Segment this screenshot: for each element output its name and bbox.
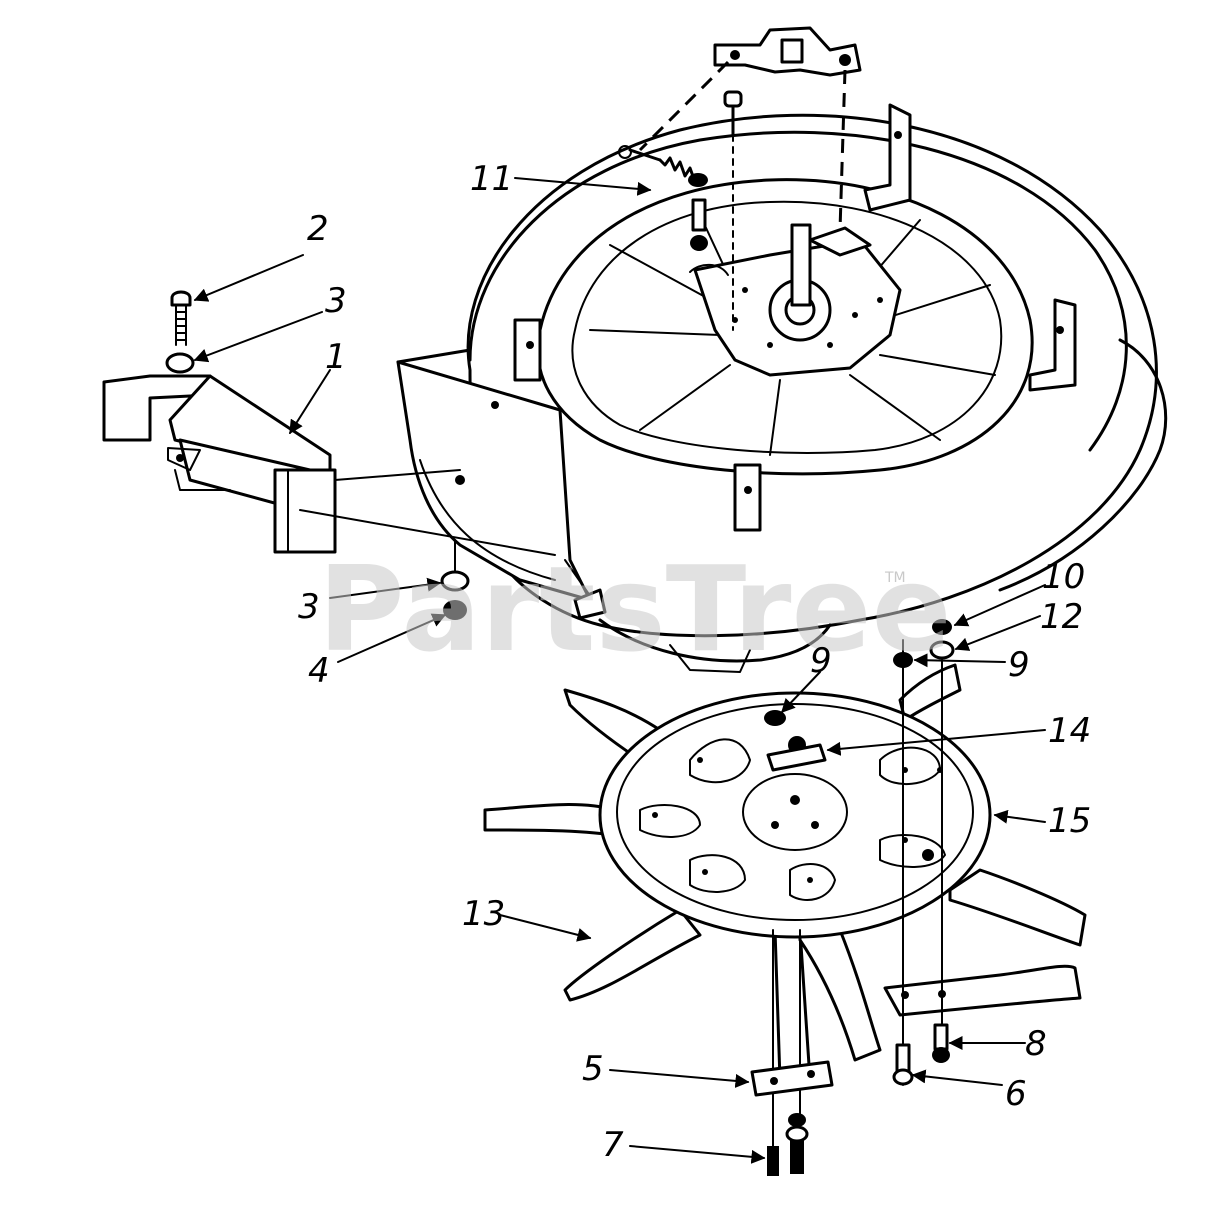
callout-13: 13 xyxy=(462,894,505,934)
callout-9-center: 9 xyxy=(810,641,832,681)
callout-labels: 11 2 3 1 3 4 10 12 9 9 14 15 13 8 5 6 7 xyxy=(298,159,1091,1165)
bolt-6 xyxy=(892,1043,914,1086)
callout-8: 8 xyxy=(1025,1024,1047,1064)
callout-12: 12 xyxy=(1040,597,1083,637)
callout-7: 7 xyxy=(602,1125,624,1165)
washer-12 xyxy=(929,640,955,660)
bolt-8 xyxy=(932,1023,950,1063)
callout-11: 11 xyxy=(470,159,513,199)
idler-bracket xyxy=(638,26,862,231)
watermark-trademark: TM xyxy=(884,570,906,586)
deflector-bolt xyxy=(170,290,192,346)
callout-9-right: 9 xyxy=(1008,645,1030,685)
watermark-text: PartsTree xyxy=(318,540,952,678)
leader-lines xyxy=(193,177,1046,1164)
blade-plate-5 xyxy=(750,1060,834,1097)
callout-14: 14 xyxy=(1048,711,1091,751)
mower-deck-housing xyxy=(396,103,1168,673)
bolt-7 xyxy=(767,1113,809,1176)
callout-4: 4 xyxy=(308,651,330,691)
callout-15: 15 xyxy=(1048,801,1091,841)
callout-6: 6 xyxy=(1005,1074,1027,1114)
deflector-washer xyxy=(165,352,195,374)
callout-1: 1 xyxy=(325,337,347,377)
callout-5: 5 xyxy=(582,1049,604,1089)
callout-3-upper: 3 xyxy=(325,281,347,321)
chute-deflector xyxy=(102,374,556,556)
callout-10: 10 xyxy=(1042,557,1085,597)
blade-lower-right xyxy=(883,964,1082,1017)
nut-10 xyxy=(932,619,952,635)
deck-spokes xyxy=(589,214,996,456)
idler-bolt-stack xyxy=(688,90,743,331)
callout-3-lower: 3 xyxy=(298,587,320,627)
callout-2: 2 xyxy=(307,209,329,249)
nut-lower xyxy=(443,600,467,620)
blade-adapter-disc xyxy=(483,663,1087,1082)
